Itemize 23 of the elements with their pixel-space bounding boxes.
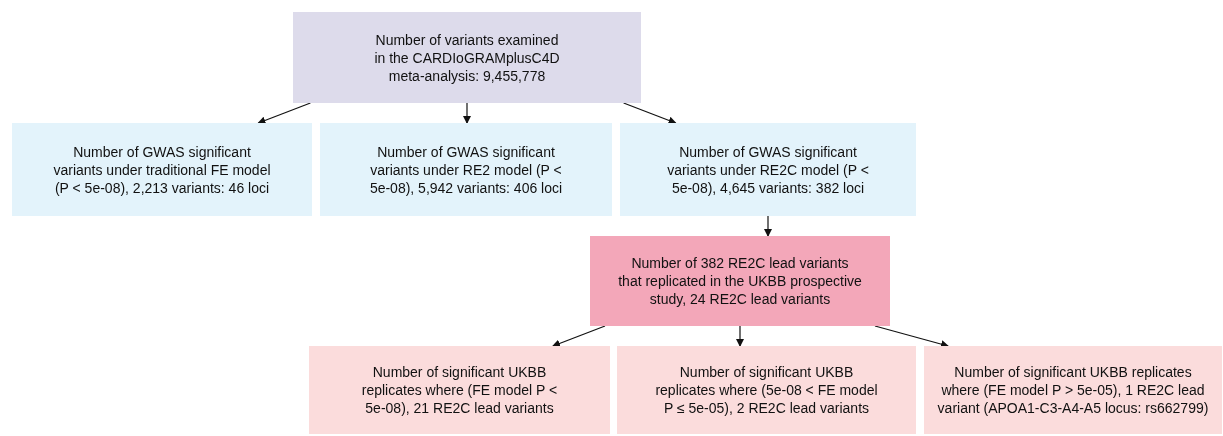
box-text: Number of GWAS significant variants under RE2 model (P < 5e-08), 5,942 variants: 406 loci [368, 142, 564, 197]
process-box [320, 123, 612, 216]
process-box [590, 236, 890, 326]
process-box [309, 346, 610, 434]
box-text: Number of GWAS significant variants under RE2C model (P < 5e-08), 4,645 variants: 382 loci [666, 142, 870, 197]
process-box [617, 346, 916, 434]
box-text: Number of variants examined in the CARDIoGRAMplusC4D meta-analysis: 9,455,778 [373, 30, 561, 85]
box-text: Number of significant UKBB replicates where (5e-08 < FE model P ≤ 5e-05), 2 RE2C lead variants [654, 363, 879, 417]
process-box [924, 346, 1222, 434]
arrow [764, 215, 772, 237]
process-box [293, 12, 641, 103]
arrow [623, 102, 677, 125]
process-box [620, 123, 916, 216]
box-text: Number of 382 RE2C lead variants that replicated in the UKBB prospective study, 24 RE2C lead variants [617, 254, 863, 308]
process-box [12, 123, 312, 216]
arrow [463, 102, 471, 124]
arrow [736, 325, 744, 347]
arrow [257, 102, 311, 125]
box-text: Number of GWAS significant variants under traditional FE model (P < 5e-08), 2,213 variants: 46 loci [52, 142, 272, 197]
box-text: Number of significant UKBB replicates where (FE model P > 5e-05), 1 RE2C lead variant (APOA1-C3-A4-A5 locus: rs662799) [936, 363, 1210, 417]
arrow [552, 325, 606, 348]
box-text: Number of significant UKBB replicates where (FE model P < 5e-08), 21 RE2C lead variants [360, 363, 559, 417]
arrow [874, 325, 949, 348]
